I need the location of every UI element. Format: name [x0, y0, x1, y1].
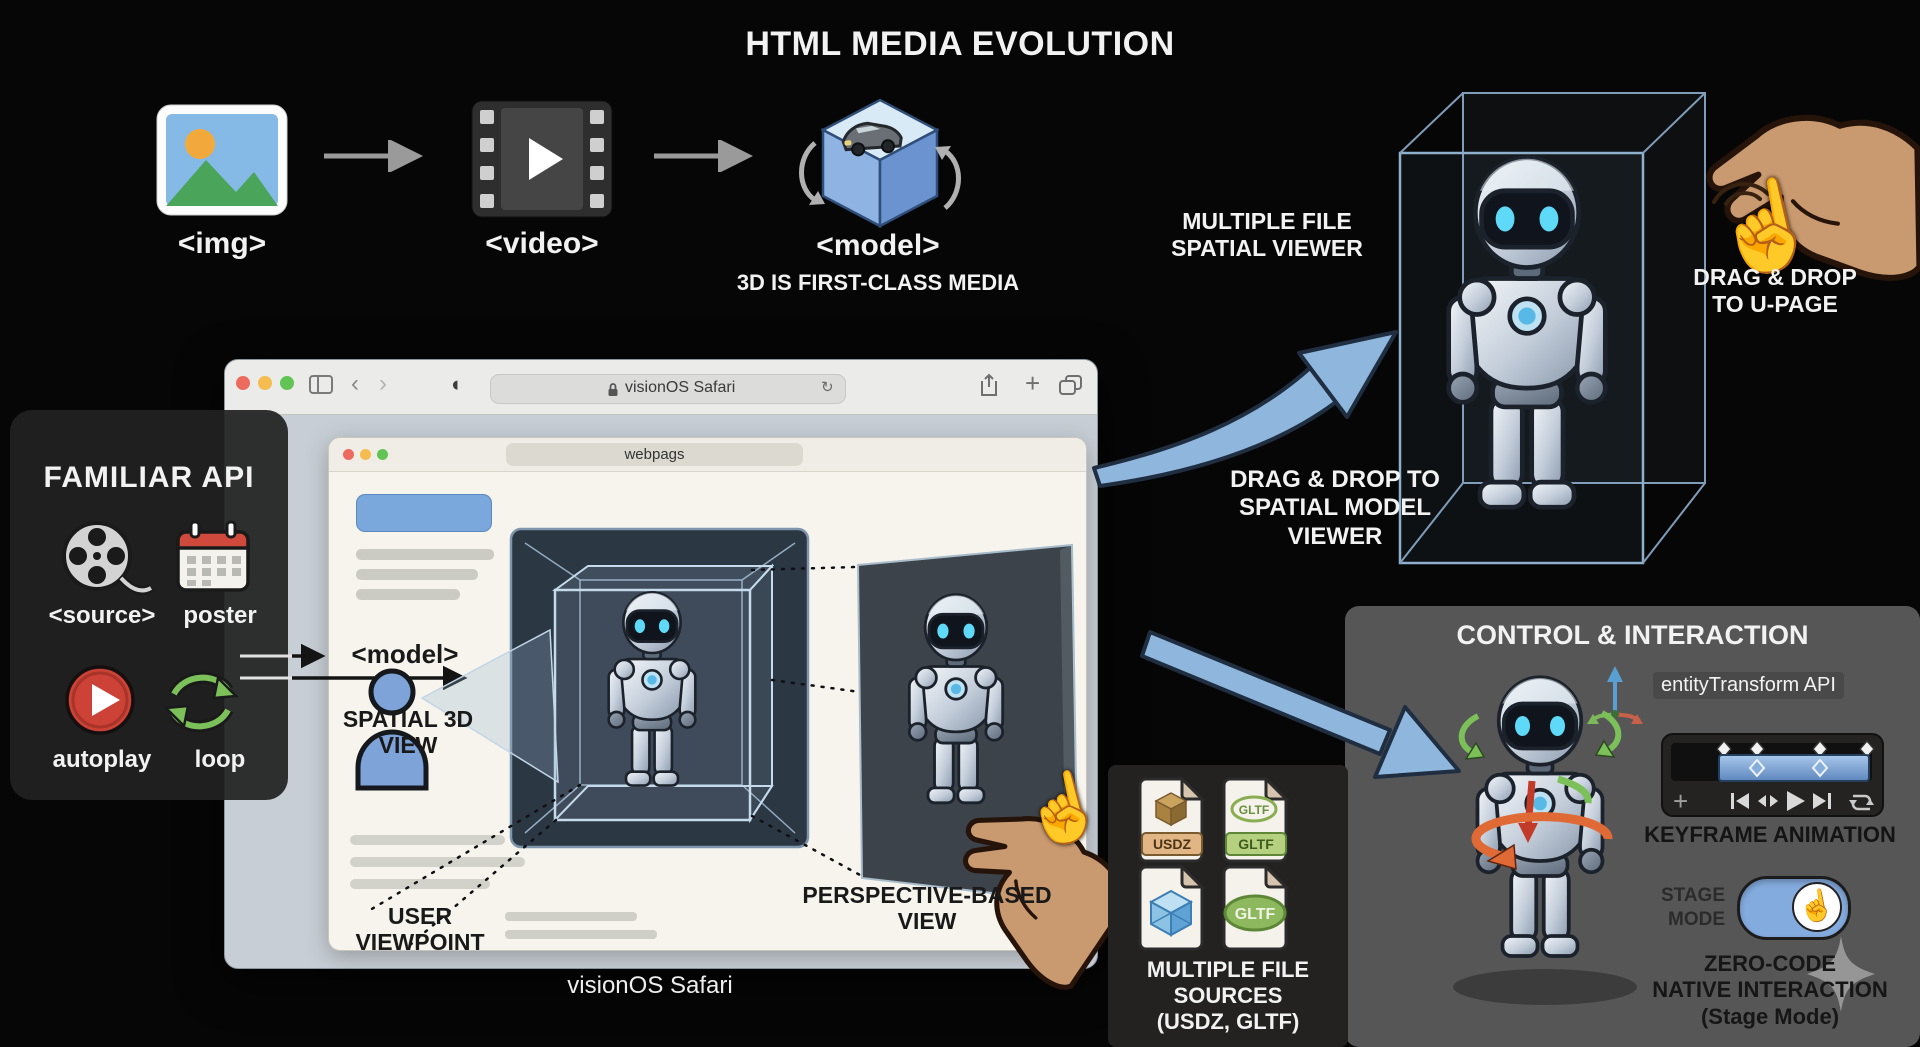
- new-tab-button[interactable]: +: [1025, 368, 1041, 398]
- perspective-view-label: PERSPECTIVE-BASED VIEW: [802, 882, 1052, 935]
- webpage-titlebar: webpags: [329, 438, 1086, 472]
- keyframe-timeline-widget: +: [1661, 733, 1884, 817]
- transform-gizmo-icon: [1587, 666, 1643, 724]
- gltf-file-icon[interactable]: GLTF GLTF: [1222, 777, 1292, 863]
- play-circle-icon: [65, 665, 135, 735]
- model-tag-in-page: <model>: [351, 639, 459, 669]
- address-bar-text: visionOS Safari: [625, 379, 736, 396]
- tabs-overview-icon[interactable]: [1059, 375, 1083, 397]
- evolution-arrow-1-icon: [324, 140, 423, 172]
- video-tag-label: <video>: [485, 227, 599, 260]
- img-tag-label: <img>: [177, 227, 267, 260]
- img-icon: [156, 104, 288, 216]
- file-sources-label: MULTIPLE FILE SOURCES (USDZ, GLTF): [1146, 957, 1310, 1034]
- frame-step-button[interactable]: [1758, 795, 1778, 807]
- familiar-api-panel: FAMILIAR API <source> poster: [10, 410, 288, 800]
- poster-attr-label: poster: [183, 602, 257, 629]
- pointer-cursor-icon: ☝: [1795, 887, 1839, 927]
- calendar-icon: [176, 520, 250, 592]
- page-close-button[interactable]: [343, 449, 354, 460]
- text-placeholder-line: [350, 879, 490, 889]
- minimize-window-button[interactable]: [258, 376, 272, 390]
- zoom-window-button[interactable]: [280, 376, 294, 390]
- page-minimize-button[interactable]: [360, 449, 371, 460]
- timeline-bar[interactable]: [1718, 754, 1870, 782]
- text-placeholder-line: [350, 835, 505, 845]
- evolution-arrow-2-icon: [654, 140, 753, 172]
- address-bar[interactable]: visionOS Safari ↻: [490, 374, 846, 404]
- loop-attr-label: loop: [194, 746, 246, 773]
- gltf-oval-text: GLTF: [1239, 803, 1269, 817]
- model-cube-icon: [799, 98, 961, 229]
- page-hero-button[interactable]: [356, 494, 492, 532]
- source-attr-label: <source>: [48, 602, 156, 629]
- skip-start-button[interactable]: [1731, 793, 1749, 809]
- privacy-shield-icon[interactable]: ◐: [451, 373, 464, 396]
- film-reel-icon: [62, 521, 154, 595]
- safari-toolbar: ‹ › ◐ visionOS Safari ↻ +: [225, 360, 1097, 415]
- control-robot: [1453, 675, 1637, 1005]
- play-button[interactable]: [1787, 791, 1805, 811]
- sparkle-icon: [1807, 936, 1875, 1012]
- page-title: HTML MEDIA EVOLUTION: [745, 25, 1175, 63]
- text-placeholder-line: [505, 912, 637, 921]
- loop-playback-button[interactable]: [1849, 794, 1874, 811]
- usd-cube-file-icon[interactable]: [1138, 865, 1208, 951]
- back-button[interactable]: ‹: [351, 370, 359, 397]
- text-placeholder-line: [350, 857, 525, 867]
- entity-transform-api-label: entityTransform API: [1653, 672, 1844, 699]
- spatial-viewer-label: MULTIPLE FILE SPATIAL VIEWER: [1171, 208, 1363, 262]
- control-panel-title: CONTROL & INTERACTION: [1456, 620, 1809, 650]
- page-zoom-button[interactable]: [377, 449, 388, 460]
- toggle-knob[interactable]: ☝: [1792, 882, 1842, 932]
- autoplay-attr-label: autoplay: [52, 746, 152, 773]
- keyframe-animation-label: KEYFRAME ANIMATION: [1644, 822, 1896, 847]
- curved-arrow-to-viewer-icon: [1092, 330, 1398, 488]
- file-sources-panel: USDZ GLTF GLTF GLTF MULTIPLE FILE SOURCE…: [1108, 765, 1348, 1047]
- gltf-badge-text: GLTF: [1238, 836, 1274, 852]
- drag-drop-u-page-label: DRAG & DROP TO U-PAGE: [1693, 264, 1857, 318]
- car-icon: [841, 121, 903, 157]
- close-window-button[interactable]: [236, 376, 250, 390]
- sidebar-icon[interactable]: [309, 375, 333, 395]
- control-interaction-panel: CONTROL & INTERACTION entityTransform AP…: [1345, 606, 1920, 1047]
- drag-to-spatial-viewer-label: DRAG & DROP TO SPATIAL MODEL VIEWER: [1230, 466, 1440, 550]
- add-keyframe-button[interactable]: +: [1673, 786, 1688, 815]
- keyframe-diamond[interactable]: [1748, 758, 1766, 778]
- text-placeholder-line: [505, 930, 657, 939]
- zero-code-label: ZERO-CODE NATIVE INTERACTION (Stage Mode…: [1652, 951, 1888, 1029]
- text-placeholder-line: [356, 549, 494, 560]
- stage-mode-label: STAGE MODE: [1660, 885, 1725, 930]
- gltf-oval-file-icon[interactable]: GLTF: [1222, 865, 1292, 951]
- user-viewpoint-label: USER VIEWPOINT: [355, 903, 485, 956]
- keyframe-diamond[interactable]: [1811, 758, 1829, 778]
- page-tab[interactable]: webpags: [506, 443, 803, 466]
- text-placeholder-line: [356, 589, 460, 600]
- browser-caption: visionOS Safari: [567, 972, 733, 999]
- keyframe-timeline-graphics: +: [1671, 739, 1875, 815]
- forward-button[interactable]: ›: [379, 370, 387, 397]
- gltf-oval-big-text: GLTF: [1235, 906, 1276, 923]
- share-icon[interactable]: [979, 373, 999, 399]
- model-caption: 3D IS FIRST-CLASS MEDIA: [736, 270, 1020, 295]
- text-placeholder-line: [356, 569, 478, 580]
- skip-end-button[interactable]: [1813, 793, 1831, 809]
- reload-icon[interactable]: ↻: [821, 379, 834, 396]
- lock-icon: [608, 383, 618, 396]
- loop-arrows-icon: [163, 671, 239, 733]
- familiar-api-title: FAMILIAR API: [43, 461, 255, 494]
- spatial-viewer-box: [1398, 92, 1706, 565]
- usdz-file-icon[interactable]: USDZ: [1138, 777, 1208, 863]
- spatial-3d-view-label: SPATIAL 3D VIEW: [342, 706, 474, 759]
- video-icon: [471, 100, 613, 218]
- usdz-badge-text: USDZ: [1153, 836, 1192, 852]
- stage-mode-toggle[interactable]: ☝: [1737, 876, 1851, 940]
- model-tag-label: <model>: [816, 229, 940, 262]
